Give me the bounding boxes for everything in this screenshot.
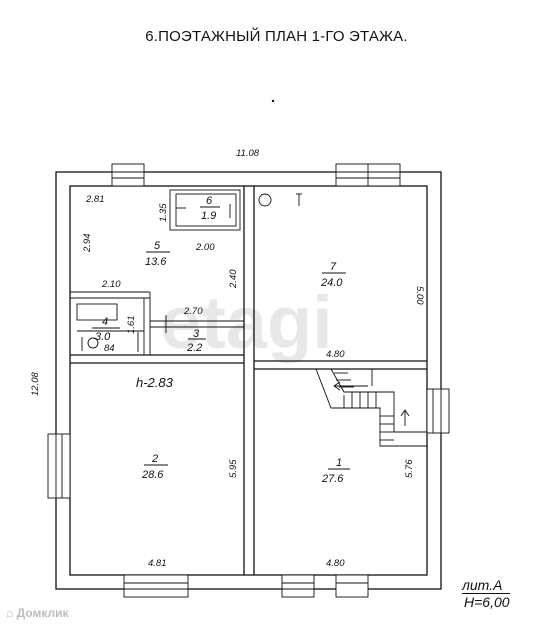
watermark-text: etagi xyxy=(160,281,333,364)
room-number: 1 xyxy=(336,457,342,469)
building-stamp: лит.А Н=6,00 xyxy=(462,577,510,610)
room-number: 5 xyxy=(154,240,161,252)
room-area: 2.2 xyxy=(186,342,202,354)
room-5: 5 13.6 xyxy=(145,240,167,268)
window-left xyxy=(47,433,71,499)
room-number: 7 xyxy=(330,261,337,273)
dim-480-bottom: 4.80 xyxy=(326,558,345,569)
dim-084: 84 xyxy=(104,343,115,354)
dim-161: 1.61 xyxy=(126,316,137,335)
dim-270: 2.70 xyxy=(183,306,203,317)
window-bottom-left xyxy=(123,574,189,598)
staircase xyxy=(315,368,427,447)
window-right xyxy=(426,388,450,434)
dim-210: 2.10 xyxy=(101,279,121,290)
dim-200: 2.00 xyxy=(195,242,215,253)
room-2: 2 28.6 xyxy=(141,453,164,481)
dim-480-top: 4.80 xyxy=(326,349,345,360)
stamp-lit: лит.А xyxy=(462,577,503,593)
outer-wall-inner xyxy=(69,185,428,576)
dim-481: 4.81 xyxy=(148,558,167,569)
stamp-height: Н=6,00 xyxy=(462,593,510,610)
dim-overall-width: 11.08 xyxy=(236,148,260,159)
windows xyxy=(47,163,450,598)
room-fraction-lines xyxy=(92,206,350,470)
room-4: 4 3.0 xyxy=(95,316,111,343)
dim-overall-height: 12.08 xyxy=(30,372,41,396)
dim-576: 5.76 xyxy=(404,459,415,478)
room-3: 3 2.2 xyxy=(186,328,202,354)
plan-title: 6.ПОЭТАЖНЫЙ ПЛАН 1-ГО ЭТАЖА. xyxy=(145,28,408,45)
interior-walls xyxy=(70,186,427,575)
dim-240: 2.40 xyxy=(228,269,239,289)
dim-135: 1.35 xyxy=(158,203,169,222)
room-area: 13.6 xyxy=(145,256,167,268)
room-number: 2 xyxy=(151,453,158,465)
domclick-logo: ⌂ Домклик xyxy=(6,606,69,620)
logo-text: Домклик xyxy=(16,606,69,620)
dim-595: 5.95 xyxy=(228,459,239,478)
marker-dot xyxy=(271,99,275,103)
dim-500: 5.00 xyxy=(414,286,425,305)
ceiling-height: h-2.83 xyxy=(136,375,174,390)
room-area: 3.0 xyxy=(95,331,111,343)
room-area: 24.0 xyxy=(320,277,343,289)
outer-wall-outer xyxy=(55,171,442,590)
room-1: 1 27.6 xyxy=(321,457,344,485)
door-bottom-right xyxy=(335,574,369,598)
dim-294: 2.94 xyxy=(82,234,93,254)
room-7: 7 24.0 xyxy=(320,261,343,289)
room-number: 3 xyxy=(193,328,200,340)
window-top-left xyxy=(111,163,145,187)
dim-281: 2.81 xyxy=(85,194,105,205)
room-area: 27.6 xyxy=(321,473,344,485)
room-area: 1.9 xyxy=(201,210,216,222)
room-number: 6 xyxy=(206,195,213,207)
room-6: 6 1.9 xyxy=(201,195,216,222)
room-area: 28.6 xyxy=(141,469,164,481)
window-bottom-right xyxy=(281,574,315,598)
room-number: 4 xyxy=(102,316,108,328)
